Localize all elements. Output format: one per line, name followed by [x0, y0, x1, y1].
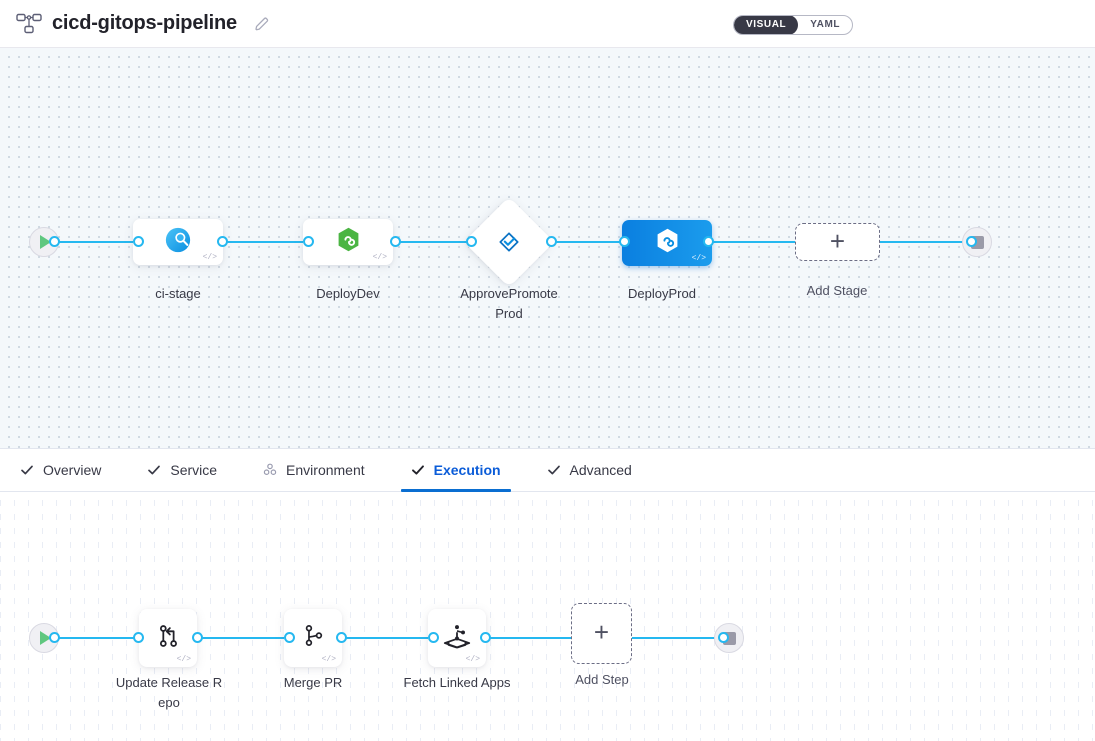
stage-label-deployprod: DeployProd: [628, 286, 696, 301]
step-label-update-release-repo: Update Release Repo: [115, 675, 223, 711]
port-step-start-out[interactable]: [49, 632, 60, 643]
step-node-update-release-repo[interactable]: </>: [139, 609, 197, 667]
stage-edge-dev-approval: [396, 241, 486, 243]
port-update-in[interactable]: [133, 632, 144, 643]
visual-yaml-toggle[interactable]: VISUAL YAML: [733, 15, 854, 35]
check-icon: [20, 463, 34, 477]
tab-label: Execution: [433, 462, 501, 478]
stage-config-tabs[interactable]: Overview Service Environment: [0, 448, 1095, 492]
pipeline-flow-icon: [16, 13, 42, 35]
tab-execution[interactable]: Execution: [400, 449, 519, 492]
header-left-group: cicd-gitops-pipeline: [16, 12, 271, 35]
check-icon: [411, 463, 425, 477]
harness-ci-icon: [164, 226, 192, 259]
stage-label-deploydev: DeployDev: [316, 286, 380, 301]
toggle-option-visual[interactable]: VISUAL: [734, 16, 799, 34]
port-start-out[interactable]: [49, 236, 60, 247]
tab-overview[interactable]: Overview: [20, 449, 119, 491]
tab-label: Service: [170, 462, 218, 478]
execution-steps-canvas[interactable]: </> Update Release Repo </>: [0, 492, 1095, 741]
step-code-badge[interactable]: </>: [465, 655, 480, 664]
stage-graph: </> ci-stage </> DeployDev: [0, 48, 1095, 448]
step-edge-merge-fetch: [342, 637, 434, 639]
stage-edge-start-ci: [46, 241, 141, 243]
step-edge-update-merge: [198, 637, 290, 639]
tab-environment[interactable]: Environment: [263, 449, 383, 491]
plus-icon: +: [593, 617, 610, 647]
add-step-label: Add Step: [575, 672, 629, 687]
port-prod-in[interactable]: [619, 236, 630, 247]
harness-box-icon: [441, 620, 473, 657]
toggle-option-yaml[interactable]: YAML: [810, 19, 841, 30]
step-label-fetch-linked-apps: Fetch Linked Apps: [403, 675, 511, 690]
step-edge-fetch-add: [486, 637, 576, 639]
tab-label: Environment: [286, 462, 365, 478]
harness-deploy-hexagon-icon: [654, 227, 681, 259]
step-edge-start-update: [46, 637, 141, 639]
header-bar: cicd-gitops-pipeline VISUAL YAML: [0, 0, 1095, 48]
stage-canvas[interactable]: </> ci-stage </> DeployDev: [0, 48, 1095, 448]
port-step-end-in[interactable]: [718, 632, 729, 643]
step-code-badge[interactable]: </>: [321, 655, 336, 664]
stage-edge-prod-add: [708, 241, 803, 243]
port-end-in[interactable]: [966, 236, 977, 247]
port-dev-out[interactable]: [390, 236, 401, 247]
page-title: cicd-gitops-pipeline: [52, 12, 237, 34]
step-label-merge-pr: Merge PR: [283, 675, 343, 690]
tab-label: Overview: [43, 462, 102, 478]
tab-advanced[interactable]: Advanced: [547, 449, 650, 491]
port-dev-in[interactable]: [303, 236, 314, 247]
git-merge-icon: [153, 621, 183, 656]
add-step-button[interactable]: +: [571, 603, 632, 664]
stage-edge-approval-prod: [535, 241, 630, 243]
stage-code-badge[interactable]: </>: [202, 253, 217, 262]
step-code-badge[interactable]: </>: [176, 655, 191, 664]
port-prod-out[interactable]: [703, 236, 714, 247]
port-ci-out[interactable]: [217, 236, 228, 247]
stage-edge-ci-dev: [222, 241, 317, 243]
stage-node-deployprod[interactable]: </>: [622, 220, 712, 266]
plus-icon: +: [829, 225, 846, 256]
stage-label-ci-stage: ci-stage: [155, 286, 201, 301]
port-ci-in[interactable]: [133, 236, 144, 247]
pencil-edit-icon[interactable]: [253, 15, 271, 33]
add-stage-label: Add Stage: [806, 283, 868, 298]
check-icon: [547, 463, 561, 477]
stage-label-approvepromoteprod: ApprovePromoteProd: [460, 286, 558, 322]
tab-label: Advanced: [569, 462, 632, 478]
play-icon: [40, 235, 51, 249]
approval-check-icon: [496, 229, 522, 255]
port-fetch-in[interactable]: [428, 632, 439, 643]
tab-active-underline: [400, 489, 511, 492]
stage-node-ci-stage[interactable]: </>: [133, 219, 223, 265]
infrastructure-icon: [263, 463, 277, 477]
git-branch-icon: [299, 621, 328, 655]
step-edge-add-end: [628, 637, 725, 639]
harness-deploy-hexagon-icon: [335, 226, 362, 258]
port-approval-in[interactable]: [466, 236, 477, 247]
port-merge-in[interactable]: [284, 632, 295, 643]
tab-service[interactable]: Service: [147, 449, 235, 491]
port-approval-out[interactable]: [546, 236, 557, 247]
stage-node-approvepromoteprod[interactable]: [463, 196, 555, 288]
stage-code-badge[interactable]: </>: [691, 254, 706, 263]
stage-edge-add-end: [873, 241, 973, 243]
check-icon: [147, 463, 161, 477]
port-merge-out[interactable]: [336, 632, 347, 643]
port-update-out[interactable]: [192, 632, 203, 643]
step-graph: </> Update Release Repo </>: [0, 492, 1095, 741]
port-fetch-out[interactable]: [480, 632, 491, 643]
stage-node-deploydev[interactable]: </>: [303, 219, 393, 265]
add-stage-button[interactable]: +: [795, 223, 880, 261]
play-icon: [40, 631, 51, 645]
stage-code-badge[interactable]: </>: [372, 253, 387, 262]
